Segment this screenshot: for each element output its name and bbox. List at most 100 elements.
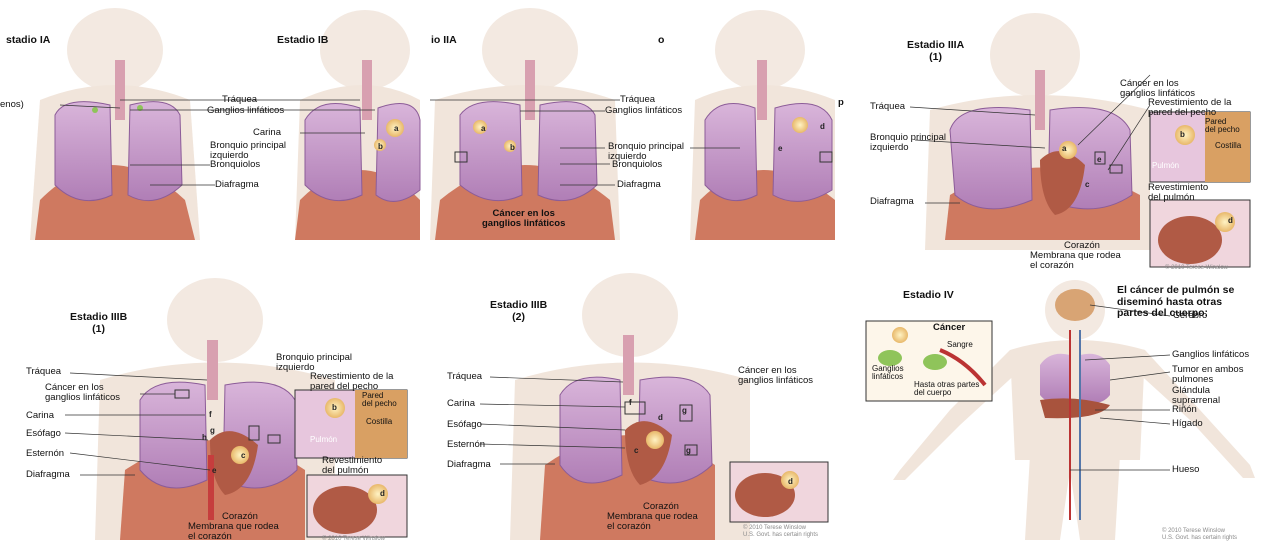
panel-7-copyright-line-1: © 2010 Terese Winslow	[743, 525, 818, 532]
label-cancer-ganglios-6-line-2: ganglios linfáticos	[45, 393, 120, 403]
panel-6-figure	[95, 278, 407, 540]
panel-5-figure	[925, 13, 1250, 267]
label-carina-7: Carina	[447, 399, 475, 409]
label-cancer-ganglios-5: Cáncer en los ganglios linfáticos	[1120, 79, 1195, 99]
label-bronquiolos-1: Bronquiolos	[210, 160, 260, 170]
tumor	[792, 117, 808, 133]
label-hueso-8: Hueso	[1172, 465, 1199, 475]
label-bronquiolos-3: Bronquiolos	[612, 160, 662, 170]
label-esofago-6: Esófago	[26, 429, 61, 439]
label-tumor-8-line-2: pulmones	[1172, 375, 1243, 385]
marker-c-5: c	[1085, 180, 1089, 189]
trachea	[362, 60, 372, 120]
panel-8-copyright-line-2: U.S. Govt. has certain rights	[1162, 535, 1237, 542]
panel-6-subtitle: (1)	[70, 324, 127, 336]
label-pulmon-6: Pulmón	[310, 436, 337, 444]
panel-5-title-text: Estadio IIIA	[907, 40, 964, 52]
label-bronquio-6: Bronquio principal izquierdo	[276, 353, 352, 373]
marker-g-7: g	[682, 406, 687, 415]
label-traquea-7: Tráquea	[447, 372, 482, 382]
label-diafragma-6: Diafragma	[26, 470, 70, 480]
label-revest-pared-6: Revestimiento de la pared del pecho	[310, 372, 393, 392]
left-lung	[55, 102, 112, 201]
trachea	[207, 340, 218, 400]
marker-b-3: b	[510, 143, 515, 152]
marker-f-6: f	[209, 410, 212, 419]
label-esternon-7: Esternón	[447, 440, 485, 450]
label-traquea-3: Tráquea	[620, 95, 655, 105]
marker-d2-7: d	[788, 477, 793, 486]
marker-d-7: d	[658, 413, 663, 422]
marker-c-7: c	[634, 446, 638, 455]
label-ganglios-3: Ganglios linfáticos	[605, 106, 682, 116]
label-revest-pulmon-5: Revestimiento del pulmón	[1148, 183, 1208, 203]
panel-7-copyright-line-2: U.S. Govt. has certain rights	[743, 532, 818, 539]
label-costilla-6: Costilla	[366, 418, 392, 426]
trachea	[623, 335, 634, 395]
panel-3-title: io IIA	[431, 35, 457, 47]
marker-a-3: a	[481, 124, 485, 133]
right-lung	[538, 102, 597, 201]
left-lung	[950, 108, 1032, 209]
label-revest-pulmon-5-line-2: del pulmón	[1148, 193, 1208, 203]
label-esternon-6: Esternón	[26, 449, 64, 459]
left-lung	[1040, 354, 1070, 403]
label-pared-6-line-2: del pecho	[362, 400, 397, 408]
label-traquea-5: Tráquea	[870, 102, 905, 112]
label-membrana-5-line-2: el corazón	[1030, 261, 1121, 271]
panel-1-partial-label: enos)	[0, 100, 24, 110]
label-bronquio-5-line-2: izquierdo	[870, 143, 946, 153]
label-diafragma-1: Diafragma	[215, 180, 259, 190]
trachea	[757, 60, 767, 120]
panel-5-title: Estadio IIIA (1)	[907, 40, 964, 63]
label-pulmon-5: Pulmón	[1152, 162, 1179, 170]
label-carina-6: Carina	[26, 411, 54, 421]
marker-d-6: d	[380, 489, 385, 498]
label-cancer-ganglios-7-line-2: ganglios linfáticos	[738, 376, 813, 386]
label-diafragma-7: Diafragma	[447, 460, 491, 470]
right-lung	[1080, 354, 1110, 403]
marker-g2-7: g	[686, 446, 691, 455]
panel-4-figure	[690, 10, 835, 240]
label-membrana-6: Membrana que rodea el corazón	[188, 522, 279, 542]
label-rinon-8: Riñón	[1172, 405, 1197, 415]
label-cancer-ganglios-6: Cáncer en los ganglios linfáticos	[45, 383, 120, 403]
left-lung	[560, 377, 622, 483]
marker-c-6: c	[241, 451, 245, 460]
marker-f-7: f	[629, 398, 632, 407]
marker-a-2: a	[394, 124, 398, 133]
trachea	[1035, 70, 1045, 130]
marker-b-5: b	[1180, 130, 1185, 139]
panel-5-subtitle: (1)	[907, 52, 964, 64]
label-membrana-5: Membrana que rodea el corazón	[1030, 251, 1121, 271]
marker-a-5: a	[1062, 144, 1066, 153]
label-ganglios-inset-8: Ganglios linfáticos	[872, 365, 904, 382]
label-membrana-6-line-2: el corazón	[188, 532, 279, 542]
label-sangre-8: Sangre	[947, 341, 973, 349]
label-ganglios-1: Ganglios linfáticos	[207, 106, 284, 116]
marker-h-6: h	[202, 433, 207, 442]
panel-7-copyright: © 2010 Terese Winslow U.S. Govt. has cer…	[743, 525, 818, 538]
panel-2-title: Estadio IB	[277, 35, 328, 47]
panel-1-figure	[30, 8, 200, 240]
esophagus	[208, 455, 214, 520]
panel-4-title: o	[658, 35, 664, 47]
label-cancer-ganglios-7: Cáncer en los ganglios linfáticos	[738, 366, 813, 386]
marker-d-5: d	[1228, 216, 1233, 225]
left-lung	[305, 104, 362, 201]
panel-7-figure	[510, 273, 828, 540]
marker-d-4: d	[820, 122, 825, 131]
label-cancer-ganglios-3-line-2: ganglios linfáticos	[482, 219, 565, 229]
label-pared-5-line-2: del pecho	[1205, 126, 1240, 134]
left-lung	[140, 382, 207, 488]
label-bronquio-5: Bronquio principal izquierdo	[870, 133, 946, 153]
label-cerebro-8: Cerebro	[1173, 311, 1207, 321]
label-higado-8: Hígado	[1172, 419, 1203, 429]
label-esofago-7: Esófago	[447, 420, 482, 430]
marker-g-6: g	[210, 426, 215, 435]
marker-e-6: e	[212, 466, 216, 475]
panel-7-subtitle: (2)	[490, 312, 547, 324]
label-bronquio-1: Bronquio principal izquierdo	[210, 141, 286, 161]
panel-1-title: stadio IA	[6, 35, 50, 47]
marker-b-2: b	[378, 142, 383, 151]
